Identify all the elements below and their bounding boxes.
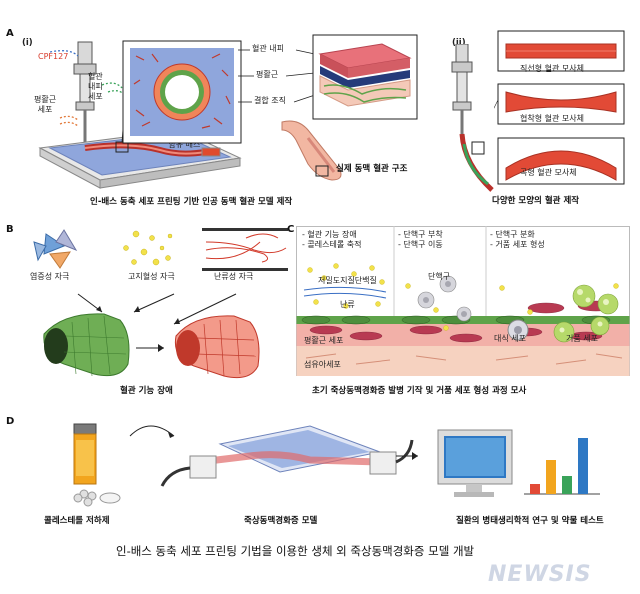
macrophage-label: 대식 세포 — [494, 334, 526, 343]
ldl-label: 저밀도지질단백질 — [318, 276, 377, 285]
fibroblast-label: 섬유아세포 — [304, 360, 341, 369]
cross-section-zoom — [122, 40, 242, 144]
panel-b-illustration — [33, 228, 288, 379]
cholesterol-label: 콜레스테롤 저하제 — [44, 516, 110, 526]
stage3-text: - 단핵구 분화 - 거품 세포 형성 — [490, 230, 545, 249]
panel-a-sub-i: (i) — [22, 38, 33, 48]
cpf127-label: CPF127 — [38, 52, 69, 61]
model-label: 죽상동맥경화증 모델 — [244, 516, 318, 526]
printer-curved-illustration — [451, 44, 494, 192]
footer-title: 인-배스 동축 세포 프린팅 기법을 이용한 생체 외 죽상동맥경화증 모델 개… — [116, 544, 475, 558]
vessel-wall-layers — [312, 34, 418, 120]
real-artery-illustration — [281, 120, 342, 181]
endo-cell-label: 혈관 내피 세포 — [88, 72, 103, 101]
turbulence-label: 난류 — [340, 300, 355, 309]
layer-connective-label: 결합 조직 — [254, 96, 286, 105]
smc-cell-label: 평활근 세포 — [34, 95, 57, 114]
panel-a-sub-ii: (ii) — [452, 38, 466, 48]
stim-turbulent-label: 난류성 자극 — [214, 272, 254, 281]
research-label: 질환의 병태생리학적 연구 및 약물 테스트 — [456, 516, 604, 526]
layer-smc-label: 평활근 — [256, 70, 279, 79]
stim-inflammatory-label: 염증성 자극 — [30, 272, 70, 281]
real-artery-label: 실제 동맥 혈관 구조 — [336, 164, 408, 174]
panel-d-letter: D — [6, 416, 15, 427]
printer-icon — [73, 41, 97, 148]
shape-stenotic-label: 협착형 혈관 모사체 — [520, 114, 584, 123]
stage2-text: - 단핵구 부착 - 단핵구 이동 — [398, 230, 443, 249]
panel-a-caption-right: 다양한 모양의 혈관 제작 — [492, 196, 580, 206]
panel-a-caption-left: 인-배스 동축 세포 프린팅 기반 인공 동맥 혈관 모델 제작 — [90, 197, 293, 207]
monitor-icon — [437, 429, 513, 497]
panel-b-letter: B — [6, 224, 14, 235]
panel-c-letter: C — [287, 224, 295, 235]
stage1-text: - 혈관 기능 장애 - 콜레스테롤 축적 — [302, 230, 362, 249]
newsis-watermark: NEWSIS — [488, 562, 592, 587]
shape-straight-label: 직선형 혈관 모사체 — [520, 64, 584, 73]
shape-curved-label: 곡형 혈관 모사체 — [520, 168, 577, 177]
vial-icon — [73, 423, 121, 507]
stim-hyperlipidemic-label: 고지혈성 자극 — [128, 272, 175, 281]
panel-c-illustration — [296, 226, 630, 376]
layer-endo-label: 혈관 내피 — [252, 44, 284, 53]
monocyte-label: 단핵구 — [428, 272, 451, 281]
bar-chart-icon — [524, 438, 600, 495]
smc-label: 평활근 세포 — [304, 336, 344, 345]
foam-cell-label: 거품 세포 — [566, 334, 598, 343]
arrow-icon — [129, 425, 175, 437]
vessel-shapes — [494, 30, 625, 185]
panel-a-letter: A — [6, 28, 14, 39]
panel-c-caption: 초기 죽상동맥경화증 발병 기작 및 거품 세포 형성 과정 모사 — [312, 386, 527, 396]
panel-d-illustration — [73, 423, 600, 507]
panel-b-caption: 혈관 기능 장애 — [120, 386, 173, 396]
